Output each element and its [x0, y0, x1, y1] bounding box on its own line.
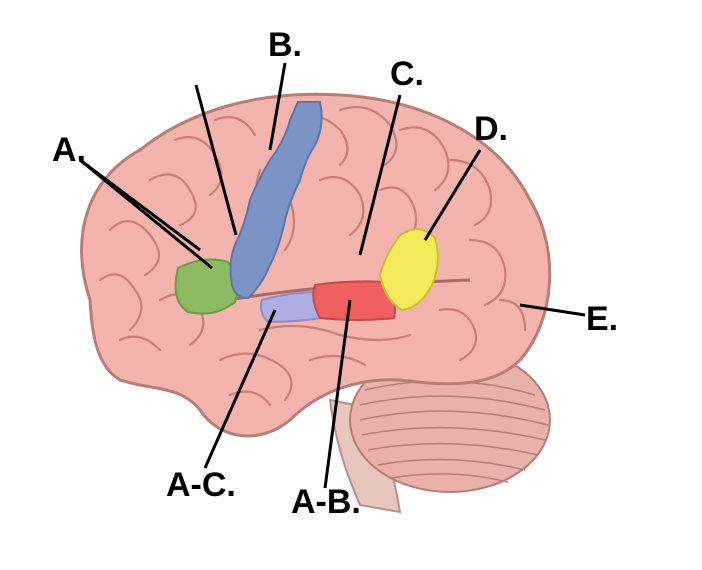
label-a-c: A-C.	[166, 466, 236, 504]
region-yellow	[378, 228, 439, 312]
cerebrum	[80, 92, 552, 438]
label-d: D.	[474, 110, 508, 148]
label-a-b: A-B.	[291, 483, 361, 521]
gyri-folds	[98, 106, 527, 407]
leader-lines	[79, 62, 586, 489]
label-a: A.	[52, 131, 86, 169]
leader-unlabeled	[194, 84, 238, 236]
region-green	[174, 258, 239, 315]
leader-c	[358, 94, 402, 256]
leader-ac	[203, 309, 277, 469]
leader-a-2	[79, 158, 201, 252]
leader-d	[423, 149, 482, 241]
region-lavender	[259, 290, 324, 324]
label-b: B.	[268, 26, 302, 64]
leader-b	[268, 62, 287, 151]
region-red	[312, 280, 396, 321]
label-c: C.	[390, 55, 424, 93]
cerebellum-folia	[359, 380, 549, 483]
leader-ab	[323, 299, 352, 489]
region-blue	[229, 101, 323, 300]
leader-e	[519, 303, 586, 317]
label-e: E.	[586, 300, 619, 338]
